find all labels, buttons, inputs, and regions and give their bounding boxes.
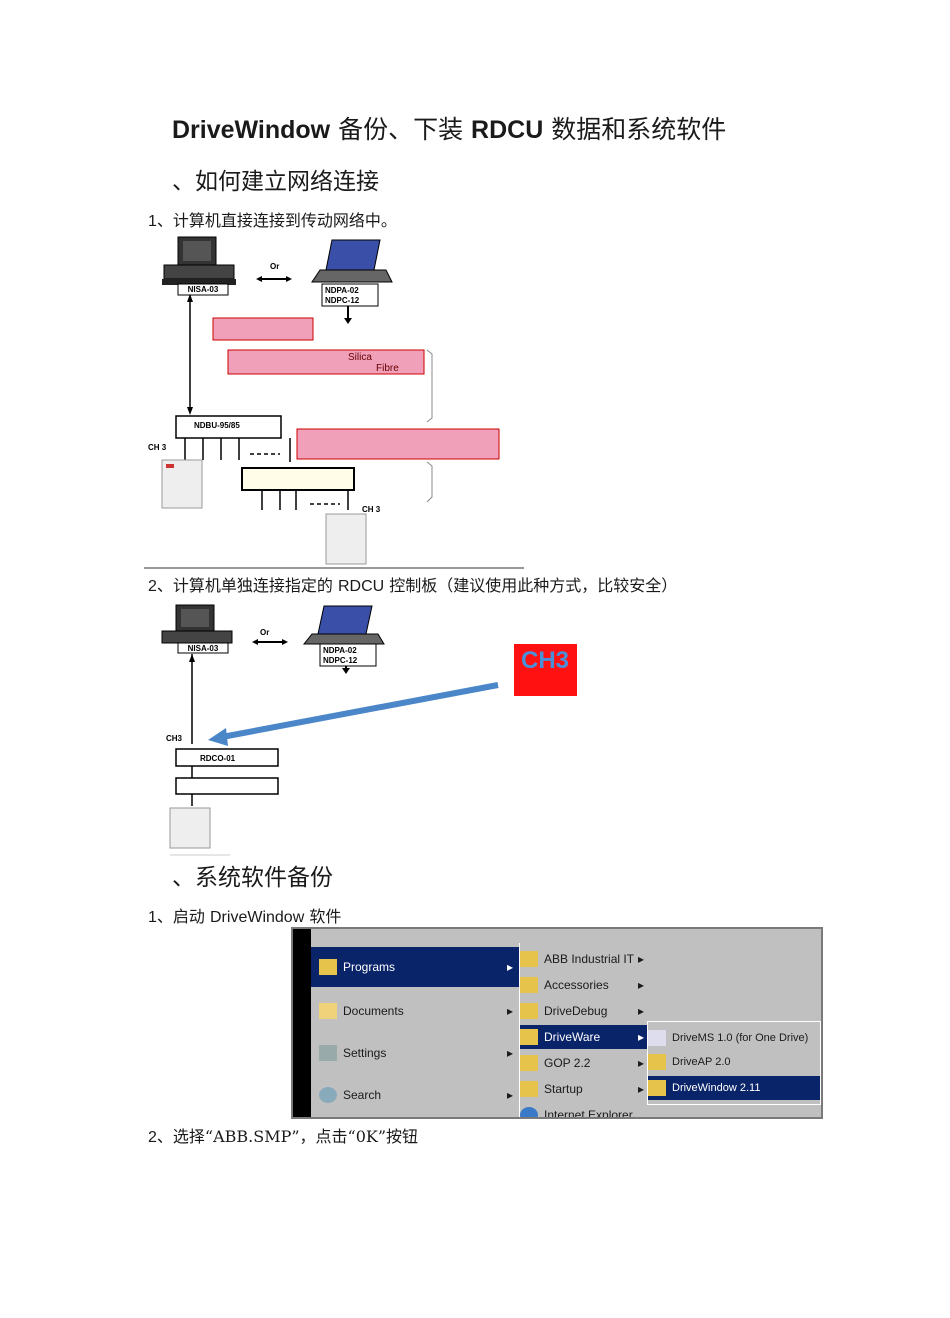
fibre-text-1: Silica: [348, 352, 372, 363]
pc-icon-2: [161, 604, 233, 644]
menu-item-settings[interactable]: Settings ▸: [311, 1033, 519, 1073]
step-single-rdcu: 2、计算机单独连接指定的 RDCU 控制板（建议使用此种方式，比较安全）: [148, 576, 678, 595]
submenu-item-driveware[interactable]: DriveWare ▸: [520, 1025, 648, 1049]
folder-icon: [520, 951, 538, 967]
menu-label: Search: [343, 1088, 382, 1102]
chevron-right-icon: ▸: [506, 1004, 513, 1018]
branch-unit-label: NDBU-95/85: [194, 421, 240, 430]
folder-icon: [520, 1003, 538, 1019]
pc-icon: [162, 236, 236, 285]
submenu-item-drivedebug[interactable]: DriveDebug ▸: [520, 999, 648, 1023]
driveware-submenu: DriveMS 1.0 (for One Drive) DriveAP 2.0 …: [647, 1021, 821, 1105]
submenu-label: Accessories: [544, 978, 609, 992]
folder-icon: [520, 1029, 538, 1045]
chevron-right-icon: ▸: [637, 952, 644, 966]
chevron-right-icon: ▸: [506, 1046, 513, 1060]
ch3-right: CH 3: [362, 505, 381, 514]
menu-item-search[interactable]: Search ▸: [311, 1075, 519, 1115]
submenu-item-accessories[interactable]: Accessories ▸: [520, 973, 648, 997]
folder-icon: [520, 1081, 538, 1097]
network-diagram-1: NISA-03 Or NDPA-02 NDPC-12 Silica Fibre …: [144, 236, 524, 569]
page-title: DriveWindow 备份、下装 RDCU 数据和系统软件: [172, 115, 727, 144]
submenu-label: DriveAP 2.0: [672, 1056, 731, 1068]
submenu-label: DriveWindow 2.11: [672, 1082, 761, 1094]
or-label: Or: [270, 262, 279, 271]
callout-ch3: CH3: [521, 647, 569, 674]
fibre-text-2: Fibre: [376, 363, 399, 374]
submenu-item-drivems[interactable]: DriveMS 1.0 (for One Drive): [648, 1026, 820, 1050]
submenu-item-startup[interactable]: Startup ▸: [520, 1077, 648, 1101]
start-menu-sidebar: rofessional: [291, 929, 311, 1117]
submenu-item-drivewindow[interactable]: DriveWindow 2.11: [648, 1076, 820, 1100]
pc-label-2: NISA-03: [188, 644, 219, 653]
pc-label: NISA-03: [188, 285, 219, 294]
submenu-item-ie[interactable]: Internet Explorer: [520, 1103, 648, 1119]
laptop2-label-1: NDPA-02: [323, 646, 357, 655]
menu-label: Settings: [343, 1046, 387, 1060]
drivems-icon: [648, 1030, 666, 1046]
section-heading-network: 、如何建立网络连接: [172, 169, 379, 195]
submenu-label: DriveMS 1.0 (for One Drive): [672, 1032, 809, 1044]
step-direct-connect: 1、计算机直接连接到传动网络中。: [148, 211, 397, 230]
chevron-right-icon: ▸: [637, 978, 644, 992]
laptop-icon-2: [302, 605, 385, 645]
chevron-right-icon: ▸: [637, 1056, 644, 1070]
laptop-icon: [311, 239, 393, 283]
menu-item-documents[interactable]: Documents ▸: [311, 991, 519, 1031]
internet-explorer-icon: [520, 1107, 538, 1117]
ch3-label: CH3: [166, 734, 183, 743]
submenu-label: ABB Industrial IT: [544, 952, 635, 966]
board-label: RDCO-01: [200, 754, 236, 763]
folder-icon: [520, 977, 538, 993]
settings-icon: [319, 1045, 337, 1061]
folder-icon: [520, 1055, 538, 1071]
search-icon: [319, 1087, 337, 1103]
menu-label: Documents: [343, 1004, 404, 1018]
menu-item-programs[interactable]: Programs ▸: [311, 947, 519, 987]
submenu-item-abb[interactable]: ABB Industrial IT▸: [520, 947, 648, 971]
chevron-right-icon: ▸: [637, 1082, 644, 1096]
laptop2-label-2: NDPC-12: [323, 656, 358, 665]
submenu-item-gop[interactable]: GOP 2.2 ▸: [520, 1051, 648, 1075]
laptop-label-2: NDPC-12: [325, 296, 360, 305]
main-menu: Programs ▸ Documents ▸ Settings ▸ Search…: [311, 929, 519, 1117]
submenu-label: Startup: [544, 1082, 583, 1096]
submenu-item-driveap[interactable]: DriveAP 2.0: [648, 1050, 820, 1074]
chevron-right-icon: ▸: [637, 1004, 644, 1018]
section-heading-backup: 、系统软件备份: [172, 865, 333, 891]
chevron-right-icon: ▸: [506, 1088, 513, 1102]
submenu-label: DriveWare: [544, 1030, 601, 1044]
or-label-2: Or: [260, 628, 269, 637]
documents-icon: [319, 1003, 337, 1019]
driveap-icon: [648, 1054, 666, 1070]
programs-folder-icon: [319, 959, 337, 975]
laptop-label-1: NDPA-02: [325, 286, 359, 295]
chevron-right-icon: ▸: [506, 960, 513, 974]
chevron-right-icon: ▸: [637, 1030, 644, 1044]
ch3-left: CH 3: [148, 443, 167, 452]
network-diagram-2: NISA-03 Or NDPA-02 NDPC-12 CH3 CH3 RDCO-…: [161, 604, 577, 856]
start-menu-screenshot: rofessional Programs ▸ Documents ▸ Setti…: [291, 927, 823, 1119]
submenu-label: Internet Explorer: [544, 1108, 633, 1119]
menu-label: Programs: [343, 960, 396, 974]
sidebar-text: rofessional: [291, 991, 296, 1062]
drivewindow-icon: [648, 1080, 666, 1096]
submenu-label: GOP 2.2: [544, 1056, 591, 1070]
step-launch: 1、启动 DriveWindow 软件: [148, 907, 342, 926]
step-select-smp: 2、选择“ABB.SMP”，点击“0K”按钮: [148, 1127, 419, 1146]
programs-submenu: ABB Industrial IT▸ Accessories▸ DriveDeb…: [519, 943, 648, 1119]
submenu-label: DriveDebug: [544, 1004, 608, 1018]
